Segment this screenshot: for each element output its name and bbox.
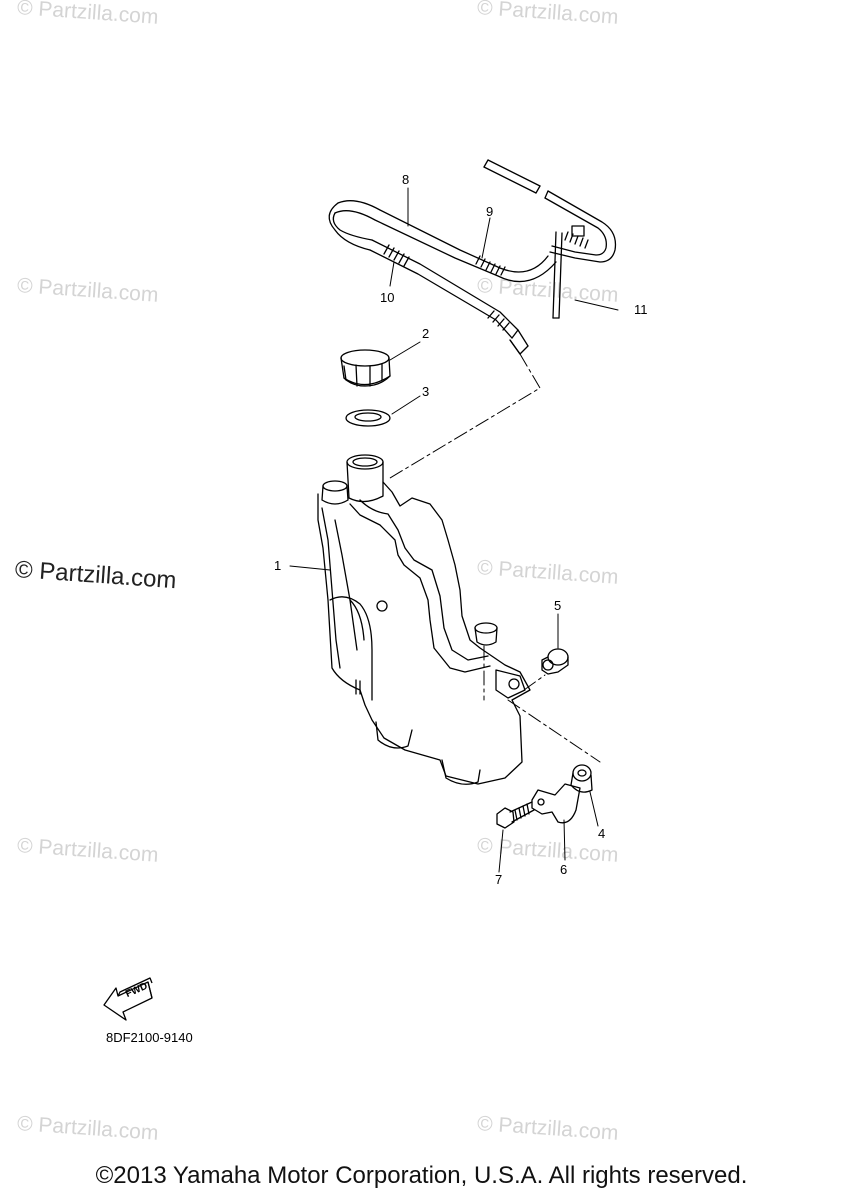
part-number-9: 9 (486, 204, 494, 219)
part-number-4: 4 (598, 826, 606, 841)
part-number-1: 1 (274, 558, 282, 573)
dashed-assembly-lines (389, 353, 601, 763)
part-number-11: 11 (634, 302, 648, 317)
damper-4 (570, 764, 593, 793)
cap-gasket (345, 409, 391, 427)
part-number-10: 10 (380, 290, 395, 305)
clamp-6 (531, 783, 581, 824)
part-number-3: 3 (422, 384, 430, 399)
part-number-5: 5 (554, 598, 562, 613)
leader-lines (289, 187, 619, 873)
bolt-7 (496, 801, 535, 829)
breather-hose (328, 159, 617, 355)
fwd-arrow-icon (103, 977, 153, 1021)
part-number-6: 6 (560, 862, 568, 877)
part-number-7: 7 (495, 872, 503, 887)
part-number-2: 2 (422, 326, 430, 341)
collar-5 (541, 648, 569, 675)
tank-cap (340, 349, 391, 387)
part-number-8: 8 (402, 172, 410, 187)
copyright-notice: ©2013 Yamaha Motor Corporation, U.S.A. A… (95, 1162, 748, 1189)
diagram-code: 8DF2100-9140 (106, 1030, 193, 1045)
reservoir-tank (317, 454, 531, 785)
